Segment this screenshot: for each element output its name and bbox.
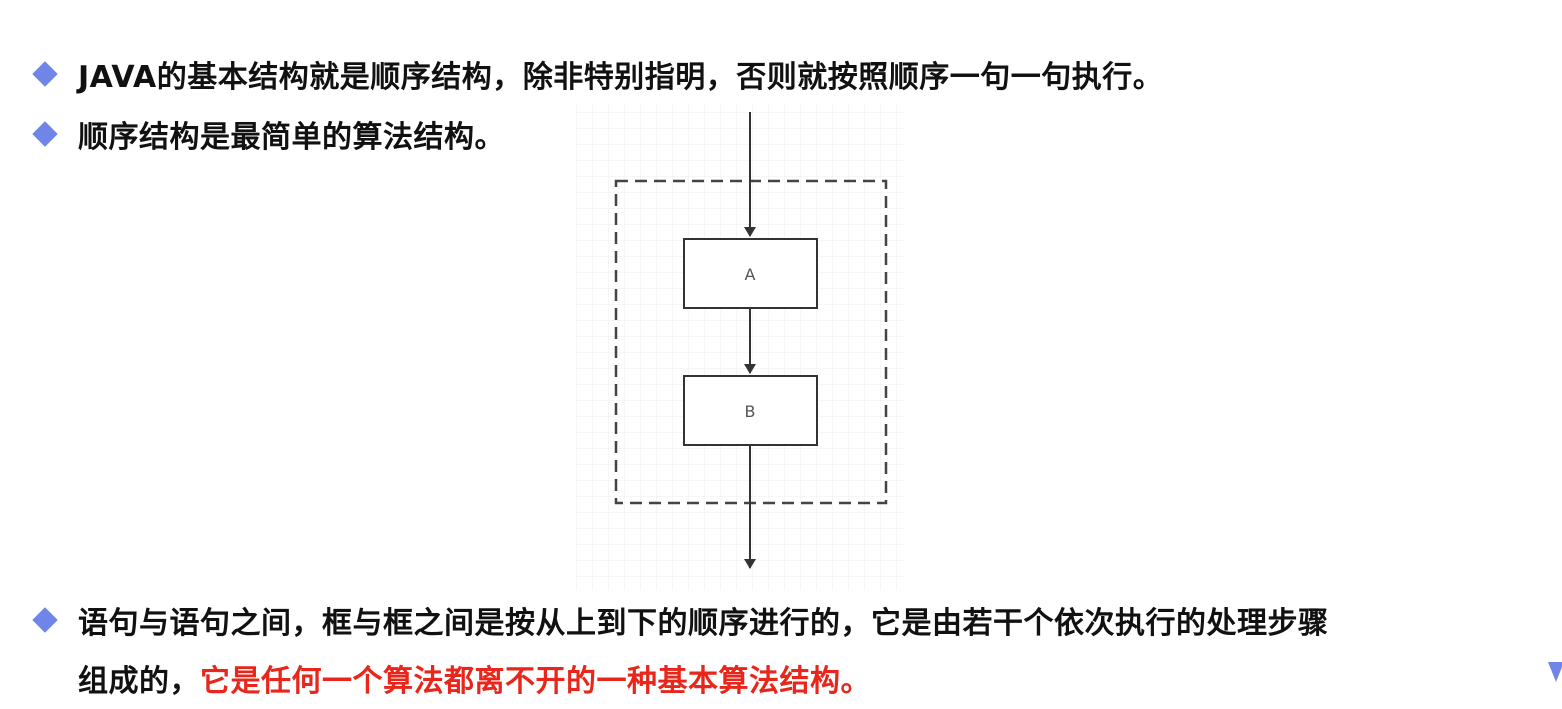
bullet-text-3: 语句与语句之间，框与框之间是按从上到下的顺序进行的，它是由若干个依次执行的处理步…: [78, 606, 1329, 641]
diamond-bullet-icon: [32, 607, 58, 633]
highlight-red-text: 它是任何一个算法都离不开的一种基本算法结构。: [200, 664, 871, 699]
box-a: [683, 238, 818, 309]
bullet-item-3: 语句与语句之间，框与框之间是按从上到下的顺序进行的，它是由若干个依次执行的处理步…: [32, 598, 1329, 642]
box-b-label: B: [745, 402, 756, 421]
bullet-item-2: 顺序结构是最简单的算法结构。: [32, 112, 505, 156]
bullet-item-1: JAVA的基本结构就是顺序结构，除非特别指明，否则就按照顺序一句一句执行。: [32, 52, 1164, 96]
continuation-black-text: 组成的，: [78, 664, 200, 699]
box-b: [683, 375, 818, 446]
bullet-item-3-continuation: 组成的，它是任何一个算法都离不开的一种基本算法结构。: [78, 656, 871, 700]
bullet-text-1: JAVA的基本结构就是顺序结构，除非特别指明，否则就按照顺序一句一句执行。: [78, 60, 1164, 95]
grid-background: [576, 104, 904, 590]
corner-triangle-icon: [1548, 662, 1562, 682]
bullet-text-2: 顺序结构是最简单的算法结构。: [78, 120, 505, 155]
box-a-label: A: [745, 265, 756, 284]
